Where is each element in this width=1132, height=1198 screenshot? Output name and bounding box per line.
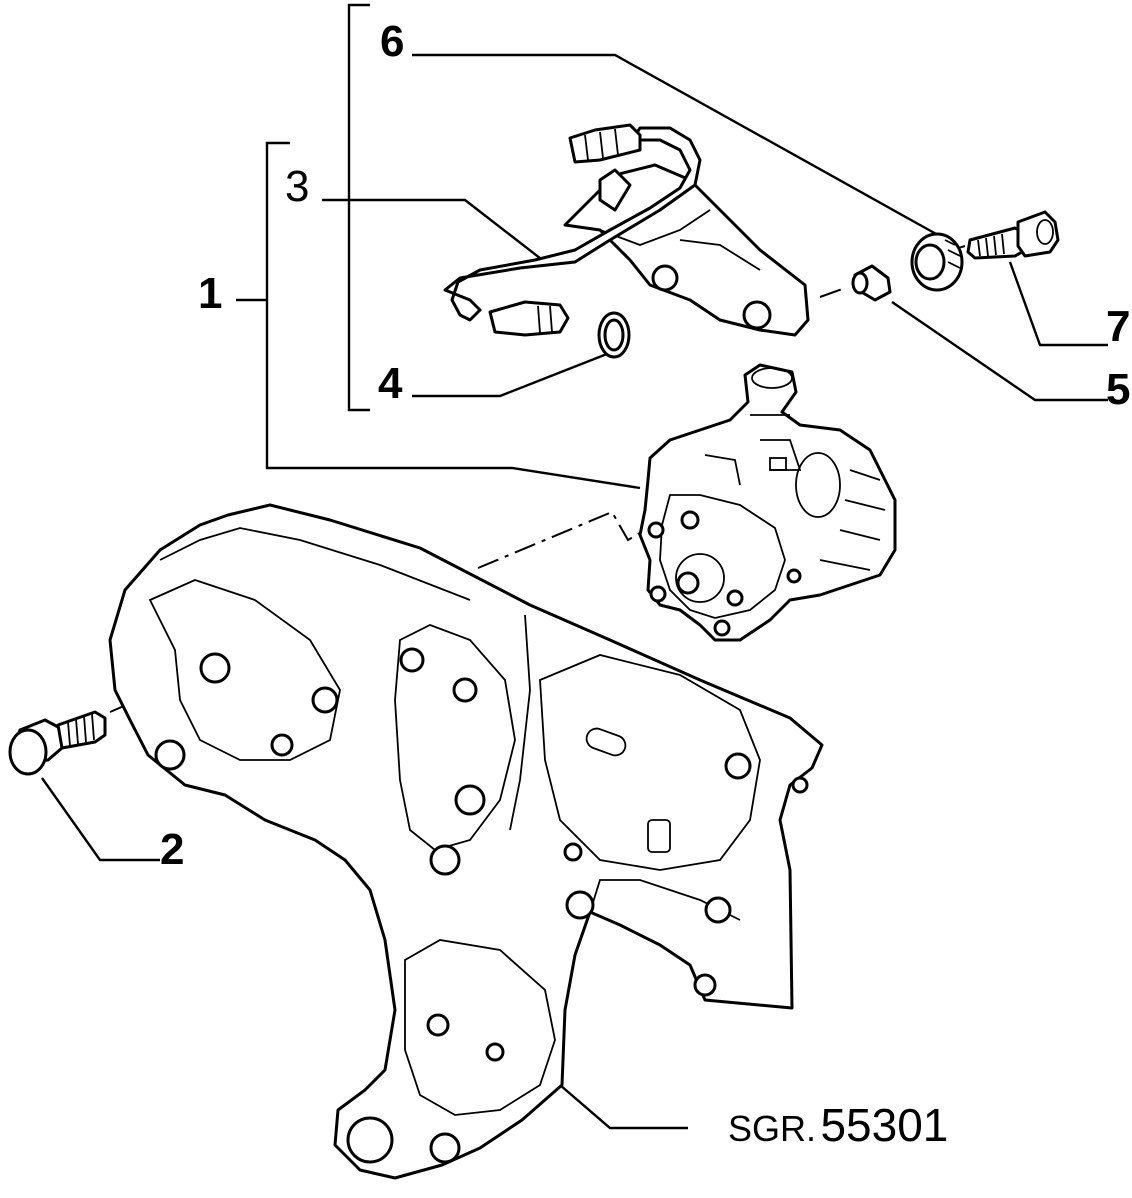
power-steering-pump xyxy=(638,363,897,642)
screw xyxy=(966,210,1060,260)
callout-3: 3 xyxy=(285,162,310,211)
callout-5: 5 xyxy=(1106,365,1131,414)
callout-1: 1 xyxy=(198,269,223,318)
group-bracket-6 xyxy=(347,3,370,412)
callout-7: 7 xyxy=(1106,302,1131,351)
group-bracket-1 xyxy=(236,141,641,490)
rubber-spacer xyxy=(910,232,964,292)
engine-support-bracket xyxy=(108,503,824,1180)
bolt xyxy=(8,710,107,776)
callout-6: 6 xyxy=(380,17,405,66)
drawing-reference: SGR. 55301 xyxy=(728,1098,948,1152)
leader-lines xyxy=(41,53,1108,1130)
callout-2: 2 xyxy=(160,825,185,874)
reference-prefix: SGR. xyxy=(728,1108,817,1149)
seal-ring xyxy=(597,311,631,359)
pump-bracket-with-pipe xyxy=(443,123,810,337)
bushing xyxy=(851,264,892,302)
reference-number: 55301 xyxy=(820,1099,949,1151)
callout-4: 4 xyxy=(378,359,403,408)
